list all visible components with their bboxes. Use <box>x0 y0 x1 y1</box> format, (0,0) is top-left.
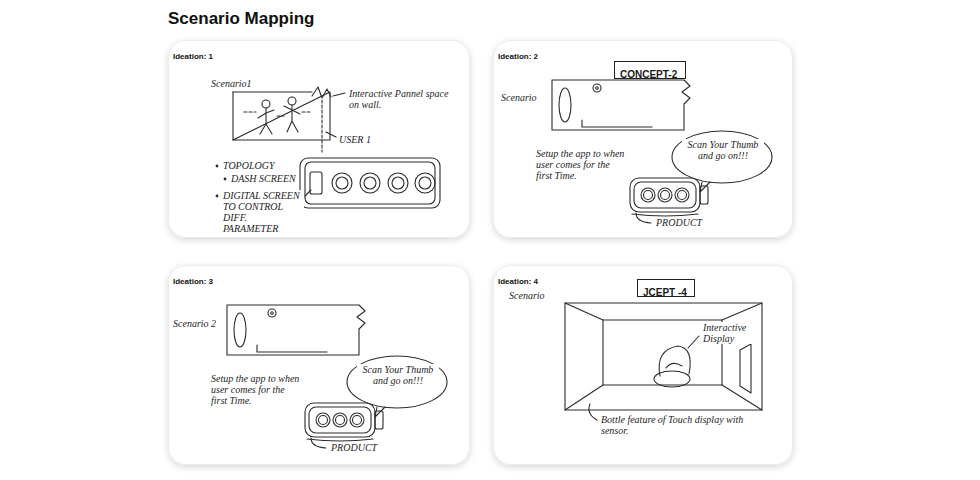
control-dial <box>336 177 348 189</box>
wall-outline <box>233 92 330 140</box>
sketch-note: DASH SCREEN <box>230 173 297 184</box>
sketch-note: Scenario <box>508 290 546 301</box>
leader-line <box>305 190 311 196</box>
bullet-dot <box>224 178 227 181</box>
concept-tag: CONCEPT-2 <box>614 61 686 79</box>
motion-dash <box>244 112 312 116</box>
sketch-note: Scan Your Thumb and go on!!! <box>682 139 764 161</box>
control-dial <box>392 177 404 189</box>
sketch-note: Scenario1 <box>210 78 253 89</box>
sketch-note: Scenario 2 <box>172 318 217 329</box>
sketch-note: PRODUCT <box>655 217 703 228</box>
sketch-note: DIGITAL SCREEN TO CONTROL DIFF. PARAMETE… <box>222 190 304 234</box>
sketch-note: Interactive Pannel space on wall. <box>348 88 450 110</box>
dash-screen-body <box>300 158 440 208</box>
user-figure <box>262 100 270 108</box>
bullet-dot <box>216 195 219 198</box>
card-heading: Ideation: 4 <box>498 277 538 286</box>
sketch-note: Interactive Display <box>702 322 760 344</box>
sketch-note: Setup the app to when user comes for the… <box>535 148 627 181</box>
card-heading: Ideation: 1 <box>173 52 213 61</box>
room-frame <box>565 303 762 410</box>
control-dial <box>388 173 408 193</box>
control-dial <box>419 177 431 189</box>
user-figure <box>284 105 300 132</box>
wall-outline <box>232 92 233 140</box>
room-door <box>740 344 751 393</box>
control-dial <box>415 173 435 193</box>
sketch-note: TOPOLOGY <box>222 160 276 171</box>
sketch-note: Scenario <box>500 92 538 103</box>
ideation-card: Ideation: 1 <box>168 40 470 238</box>
control-dial <box>360 173 380 193</box>
control-dial <box>364 177 376 189</box>
card-heading: Ideation: 2 <box>498 52 538 61</box>
sketch-note: USER 1 <box>338 134 372 145</box>
sketch-note: Scan Your Thumb and go on!!! <box>357 364 439 386</box>
room-perspective <box>565 303 762 410</box>
control-dial <box>332 173 352 193</box>
user-figure <box>258 108 274 134</box>
sketch-note: Bottle feature of Touch display with sen… <box>600 414 752 436</box>
concept-tag: JCEPT -4 <box>637 279 695 297</box>
sketch-note: PRODUCT <box>330 442 378 453</box>
concept-label: JCEPT -4 <box>643 287 687 298</box>
leader-line <box>333 93 345 96</box>
card-heading: Ideation: 3 <box>173 277 213 286</box>
leader-line <box>589 404 597 420</box>
bottle-display <box>659 346 690 376</box>
page-title: Scenario Mapping <box>168 9 314 29</box>
leader-line <box>326 132 336 137</box>
user-figure <box>288 97 296 105</box>
user-dash <box>321 100 322 152</box>
bottle-display <box>666 363 682 368</box>
concept-label: CONCEPT-2 <box>620 69 677 80</box>
interactive-panel <box>312 87 331 98</box>
dash-screen-face <box>305 162 435 204</box>
leader-line <box>688 336 699 348</box>
sketch-note: Setup the app to when user comes for the… <box>210 373 302 406</box>
bullet-dot <box>216 165 219 168</box>
digital-screen <box>310 172 322 194</box>
